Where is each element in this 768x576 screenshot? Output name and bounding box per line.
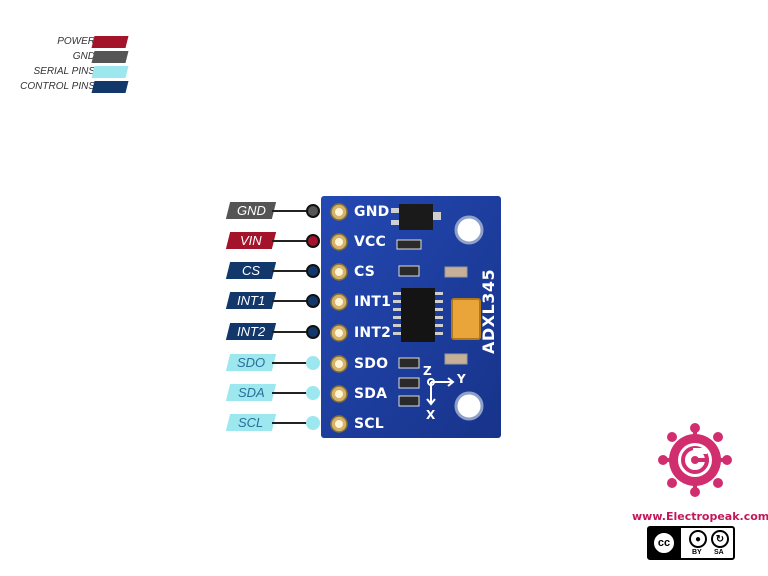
pin-connector bbox=[272, 270, 314, 272]
pin-connector bbox=[272, 362, 314, 364]
regulator-chip bbox=[399, 204, 433, 230]
pin-dot-sda bbox=[306, 386, 320, 400]
board-pin-label: GND bbox=[354, 204, 390, 220]
pin-label-vin: VIN bbox=[225, 232, 277, 249]
board-pin-label: CS bbox=[354, 264, 376, 280]
website-url: www.Electropeak.com bbox=[632, 510, 768, 523]
legend-item-control: CONTROL PINS bbox=[0, 80, 140, 95]
pin-dot-scl bbox=[306, 416, 320, 430]
board-pin-label: SCL bbox=[354, 416, 384, 432]
pin-connector bbox=[272, 331, 314, 333]
pin-connector bbox=[272, 210, 314, 212]
adxl345-board: GND VCC CS INT1 INT2 SDO SDA SCL ADXL345… bbox=[321, 196, 501, 438]
main-chip bbox=[401, 288, 435, 342]
cc-license-badge: cc ● ↻ BY SA bbox=[647, 526, 735, 560]
cc-logo-area: cc bbox=[649, 528, 681, 558]
legend-item-serial: SERIAL PINS bbox=[0, 65, 140, 80]
axis-label-z: Z bbox=[423, 364, 432, 378]
legend-swatch-power bbox=[91, 36, 129, 48]
board-pin-label: INT2 bbox=[354, 325, 392, 341]
pin-label-sdo: SDO bbox=[225, 354, 277, 371]
electropeak-logo bbox=[655, 420, 735, 500]
chip-name: ADXL345 bbox=[479, 268, 498, 354]
pin-label-gnd: GND bbox=[225, 202, 277, 219]
pin-label-int1: INT1 bbox=[225, 292, 277, 309]
pin-connector bbox=[272, 392, 314, 394]
pin-dot-sdo bbox=[306, 356, 320, 370]
pin-dot-vin bbox=[306, 234, 320, 248]
pin-dot-gnd bbox=[306, 204, 320, 218]
legend: POWER GND SERIAL PINS CONTROL PINS bbox=[0, 35, 140, 95]
electropeak-logo-icon bbox=[658, 423, 732, 497]
tantalum-capacitor bbox=[451, 298, 481, 340]
axis-label-y: Y bbox=[457, 372, 466, 386]
share-alike-icon: ↻ bbox=[711, 530, 729, 548]
header-pads bbox=[330, 203, 348, 433]
legend-label: CONTROL PINS bbox=[20, 81, 95, 92]
pin-connector bbox=[272, 422, 314, 424]
pin-label-scl: SCL bbox=[225, 414, 277, 431]
attribution-icon: ● bbox=[689, 530, 707, 548]
pin-label-cs: CS bbox=[225, 262, 277, 279]
legend-item-power: POWER bbox=[0, 35, 140, 50]
axis-label-x: X bbox=[426, 408, 436, 422]
pin-label-sda: SDA bbox=[225, 384, 277, 401]
board-pin-label: VCC bbox=[354, 234, 386, 250]
legend-swatch-gnd bbox=[91, 51, 129, 63]
pin-connector bbox=[272, 300, 314, 302]
board-pin-label: SDA bbox=[354, 386, 388, 402]
legend-label: POWER bbox=[57, 36, 95, 47]
board-pin-label: SDO bbox=[354, 356, 389, 372]
board-graphic bbox=[321, 196, 501, 438]
axis-indicator bbox=[426, 377, 455, 406]
pin-dot-cs bbox=[306, 264, 320, 278]
pin-connector bbox=[272, 240, 314, 242]
legend-label: SERIAL PINS bbox=[33, 66, 95, 77]
pin-dot-int2 bbox=[306, 325, 320, 339]
license-sa-label: SA bbox=[714, 549, 724, 556]
legend-swatch-serial bbox=[91, 66, 129, 78]
legend-swatch-control bbox=[91, 81, 129, 93]
smd-components bbox=[396, 239, 468, 407]
cc-icon: cc bbox=[652, 531, 676, 555]
pin-dot-int1 bbox=[306, 294, 320, 308]
legend-label: GND bbox=[72, 51, 95, 62]
legend-item-gnd: GND bbox=[0, 50, 140, 65]
mounting-hole-top bbox=[454, 215, 484, 245]
license-by-label: BY bbox=[692, 549, 702, 556]
mounting-hole-bottom bbox=[454, 391, 484, 421]
board-pin-label: INT1 bbox=[354, 294, 392, 310]
pin-label-int2: INT2 bbox=[225, 323, 277, 340]
